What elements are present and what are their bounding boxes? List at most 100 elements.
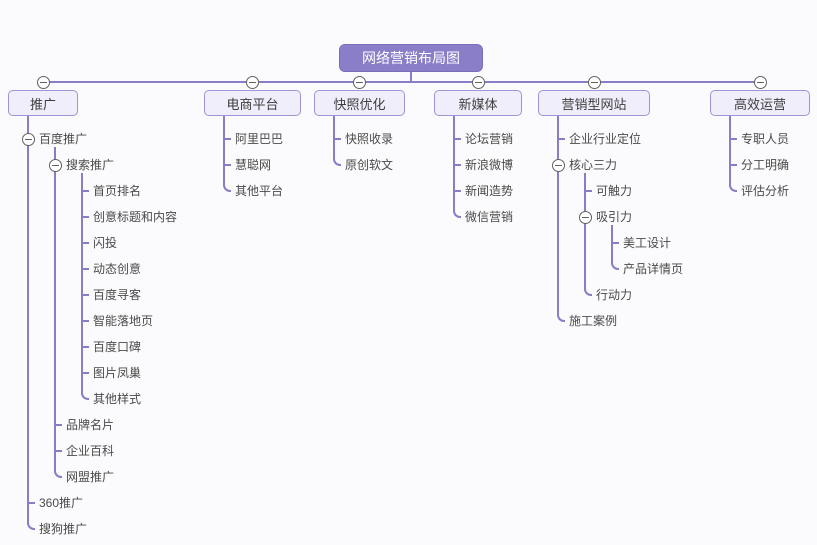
connector-line <box>453 116 455 211</box>
node-label[interactable]: 百度推广 <box>39 132 88 146</box>
node-label[interactable]: 可触力 <box>596 184 633 198</box>
connector-line <box>454 138 461 140</box>
connector-line <box>340 164 341 166</box>
connector-line <box>730 164 737 166</box>
connector-elbow-corner <box>453 210 461 218</box>
connector-elbow-corner <box>611 262 619 270</box>
node-label[interactable]: 百度寻客 <box>93 288 142 302</box>
branch-node-label: 营销型网站 <box>561 96 627 112</box>
collapse-toggle-icon[interactable] <box>587 75 601 89</box>
connector-line <box>82 268 89 270</box>
node-label[interactable]: 原创软文 <box>345 158 394 172</box>
node-label[interactable]: 首页排名 <box>93 184 142 198</box>
connector-elbow-corner <box>584 288 592 296</box>
node-label[interactable]: 图片凤巢 <box>93 366 142 380</box>
connector-line <box>611 225 613 263</box>
connector-line <box>88 398 89 400</box>
node-label[interactable]: 产品详情页 <box>623 262 684 276</box>
node-label[interactable]: 慧聪网 <box>235 158 272 172</box>
connector-line <box>230 190 231 192</box>
collapse-toggle-icon[interactable] <box>753 75 767 89</box>
connector-elbow-corner <box>81 392 89 400</box>
node-label[interactable]: 企业行业定位 <box>569 132 642 146</box>
connector-line <box>584 173 586 289</box>
connector-line <box>61 476 62 478</box>
connector-elbow-corner <box>54 470 62 478</box>
connector-line <box>454 164 461 166</box>
branch-node[interactable]: 新媒体 <box>434 90 522 116</box>
node-label[interactable]: 企业百科 <box>66 444 115 458</box>
branch-node[interactable]: 快照优化 <box>314 90 405 116</box>
connector-line <box>28 502 35 504</box>
branch-node[interactable]: 推广 <box>8 90 78 116</box>
node-label[interactable]: 论坛营销 <box>465 132 514 146</box>
connector-line <box>82 190 89 192</box>
node-label[interactable]: 分工明确 <box>741 158 790 172</box>
collapse-toggle-icon[interactable] <box>353 75 366 89</box>
connector-line <box>82 372 89 374</box>
connector-line <box>612 242 619 244</box>
connector-line <box>591 294 592 296</box>
node-label[interactable]: 品牌名片 <box>66 418 115 432</box>
connector-line <box>730 138 737 140</box>
connector-line <box>618 268 619 270</box>
branch-node[interactable]: 营销型网站 <box>538 90 650 116</box>
node-label[interactable]: 其他平台 <box>235 184 284 198</box>
node-label[interactable]: 百度口碑 <box>93 340 142 354</box>
node-label[interactable]: 吸引力 <box>596 210 633 224</box>
branch-node-label: 电商平台 <box>226 96 279 112</box>
node-label[interactable]: 新浪微博 <box>465 158 514 172</box>
node-label[interactable]: 创意标题和内容 <box>93 210 178 224</box>
root-node[interactable]: 网络营销布局图 <box>339 44 483 72</box>
connector-line <box>27 116 29 523</box>
node-label[interactable]: 新闻造势 <box>465 184 514 198</box>
connector-line <box>223 116 225 185</box>
node-label[interactable]: 评估分析 <box>741 184 790 198</box>
connector-line <box>558 138 565 140</box>
connector-elbow-corner <box>333 158 341 166</box>
node-label[interactable]: 闪投 <box>93 236 118 250</box>
node-label[interactable]: 搜索推广 <box>66 158 115 172</box>
node-label[interactable]: 搜狗推广 <box>39 522 88 536</box>
root-node-label: 网络营销布局图 <box>362 50 460 66</box>
connector-elbow-corner <box>729 184 737 192</box>
node-label[interactable]: 微信营销 <box>465 210 514 224</box>
node-label[interactable]: 动态创意 <box>93 262 142 276</box>
node-label[interactable]: 360推广 <box>39 496 84 510</box>
connector-line <box>454 190 461 192</box>
connector-line <box>333 116 335 159</box>
connector-line <box>224 164 231 166</box>
node-label[interactable]: 其他样式 <box>93 392 142 406</box>
node-label[interactable]: 阿里巴巴 <box>235 132 284 146</box>
connector-line <box>54 147 56 471</box>
node-label[interactable]: 核心三力 <box>569 158 618 172</box>
collapse-toggle-icon[interactable] <box>36 75 50 89</box>
node-label[interactable]: 美工设计 <box>623 236 672 250</box>
connector-elbow-corner <box>557 314 565 322</box>
collapse-toggle-icon[interactable] <box>246 75 259 89</box>
connector-elbow-corner <box>223 184 231 192</box>
node-label[interactable]: 网盟推广 <box>66 470 115 484</box>
collapse-toggle-icon[interactable] <box>21 132 35 146</box>
branch-node[interactable]: 高效运营 <box>710 90 810 116</box>
connector-line <box>55 450 62 452</box>
node-label[interactable]: 专职人员 <box>741 132 790 146</box>
node-label[interactable]: 施工案例 <box>569 314 618 328</box>
connector-line <box>55 424 62 426</box>
node-label[interactable]: 智能落地页 <box>93 314 154 328</box>
connector-line <box>82 294 89 296</box>
collapse-toggle-icon[interactable] <box>551 158 565 172</box>
collapse-toggle-icon[interactable] <box>471 75 485 89</box>
branch-node[interactable]: 电商平台 <box>204 90 301 116</box>
connector-line <box>82 346 89 348</box>
connector-line <box>585 190 592 192</box>
connector-line <box>729 116 731 185</box>
connector-line <box>460 216 461 218</box>
node-label[interactable]: 快照收录 <box>345 132 394 146</box>
connector-elbow-corner <box>27 522 35 530</box>
connector-line <box>34 528 35 530</box>
node-label[interactable]: 行动力 <box>596 288 633 302</box>
collapse-toggle-icon[interactable] <box>578 210 592 224</box>
collapse-toggle-icon[interactable] <box>48 158 62 172</box>
